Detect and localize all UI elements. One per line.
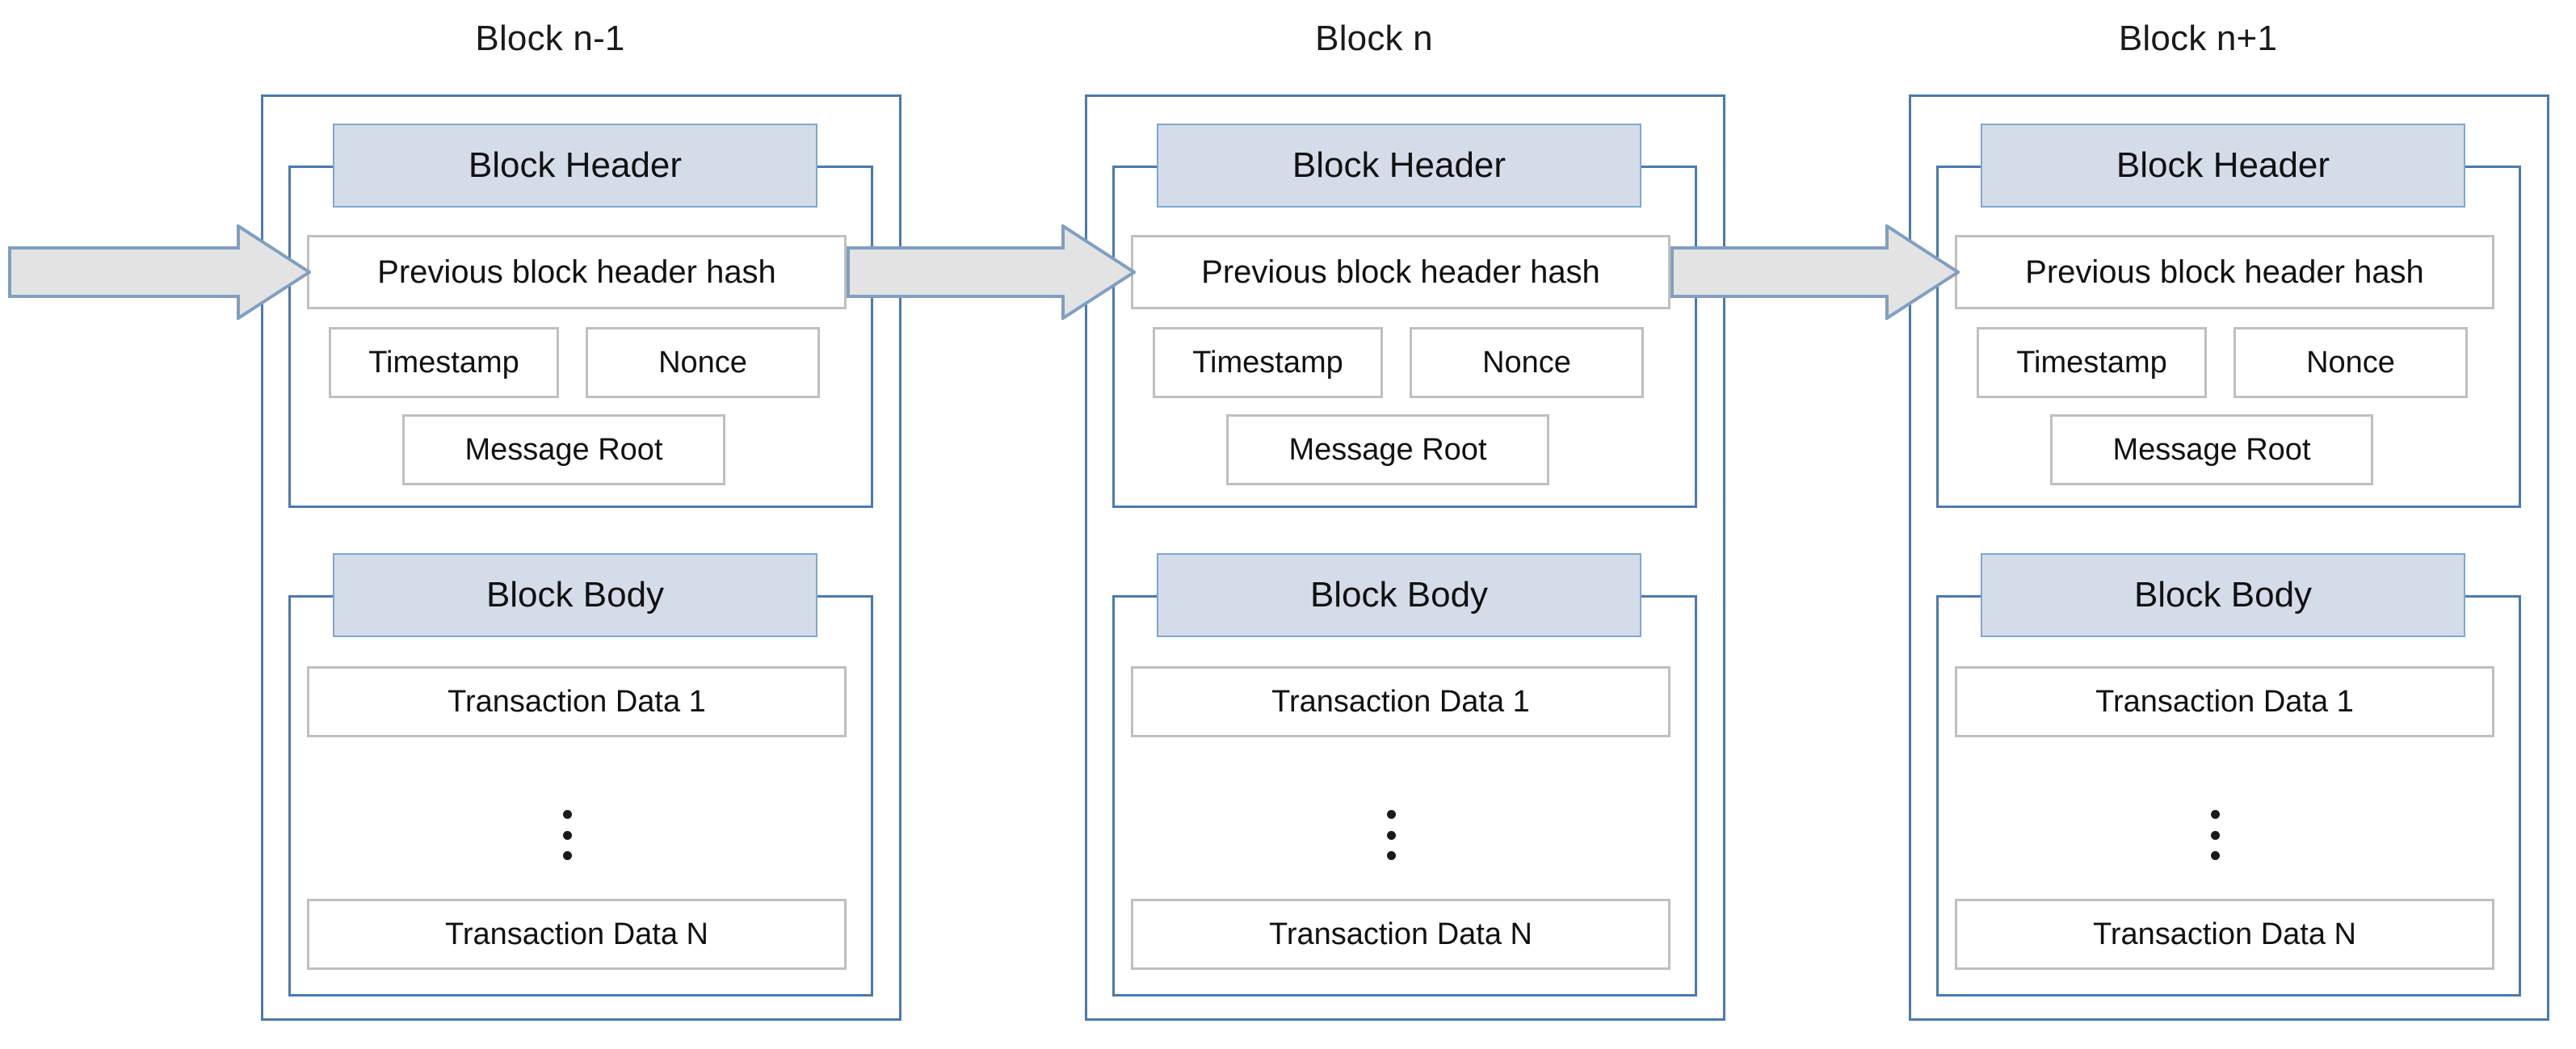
chain-arrow-link-1	[847, 224, 1136, 320]
transaction-first-field-n-minus-1: Transaction Data 1	[307, 666, 847, 737]
message-root-field-n-plus-1: Message Root	[2050, 414, 2373, 485]
previous-hash-field-n: Previous block header hash	[1131, 235, 1670, 309]
timestamp-field-n-minus-1: Timestamp	[329, 327, 559, 398]
transaction-last-field-n-plus-1: Transaction Data N	[1955, 899, 2494, 970]
timestamp-field-n-plus-1: Timestamp	[1977, 327, 2207, 398]
nonce-field-n-plus-1: Nonce	[2234, 327, 2468, 398]
block-title-n-plus-1: Block n+1	[2118, 19, 2278, 58]
block-title-n: Block n	[1315, 19, 1433, 58]
vertical-ellipsis-icon-n-minus-1	[562, 810, 572, 860]
block-title-n-minus-1: Block n-1	[475, 19, 625, 58]
vertical-ellipsis-icon-n-plus-1	[2210, 810, 2220, 860]
transaction-last-field-n-minus-1: Transaction Data N	[307, 899, 847, 970]
block-header-chip-n-minus-1: Block Header	[333, 124, 817, 208]
previous-hash-field-n-minus-1: Previous block header hash	[307, 235, 847, 309]
transaction-last-field-n: Transaction Data N	[1131, 899, 1670, 970]
block-body-chip-n-minus-1: Block Body	[333, 553, 817, 637]
block-body-chip-n-plus-1: Block Body	[1981, 553, 2465, 637]
nonce-field-n: Nonce	[1410, 327, 1644, 398]
message-root-field-n-minus-1: Message Root	[402, 414, 725, 485]
previous-hash-field-n-plus-1: Previous block header hash	[1955, 235, 2494, 309]
nonce-field-n-minus-1: Nonce	[586, 327, 820, 398]
block-header-chip-n-plus-1: Block Header	[1981, 124, 2465, 208]
chain-arrow-incoming	[8, 224, 311, 320]
transaction-first-field-n: Transaction Data 1	[1131, 666, 1670, 737]
timestamp-field-n: Timestamp	[1153, 327, 1383, 398]
vertical-ellipsis-icon-n	[1386, 810, 1396, 860]
chain-arrow-link-2	[1670, 224, 1960, 320]
transaction-first-field-n-plus-1: Transaction Data 1	[1955, 666, 2494, 737]
block-body-chip-n: Block Body	[1157, 553, 1641, 637]
message-root-field-n: Message Root	[1226, 414, 1549, 485]
block-header-chip-n: Block Header	[1157, 124, 1641, 208]
